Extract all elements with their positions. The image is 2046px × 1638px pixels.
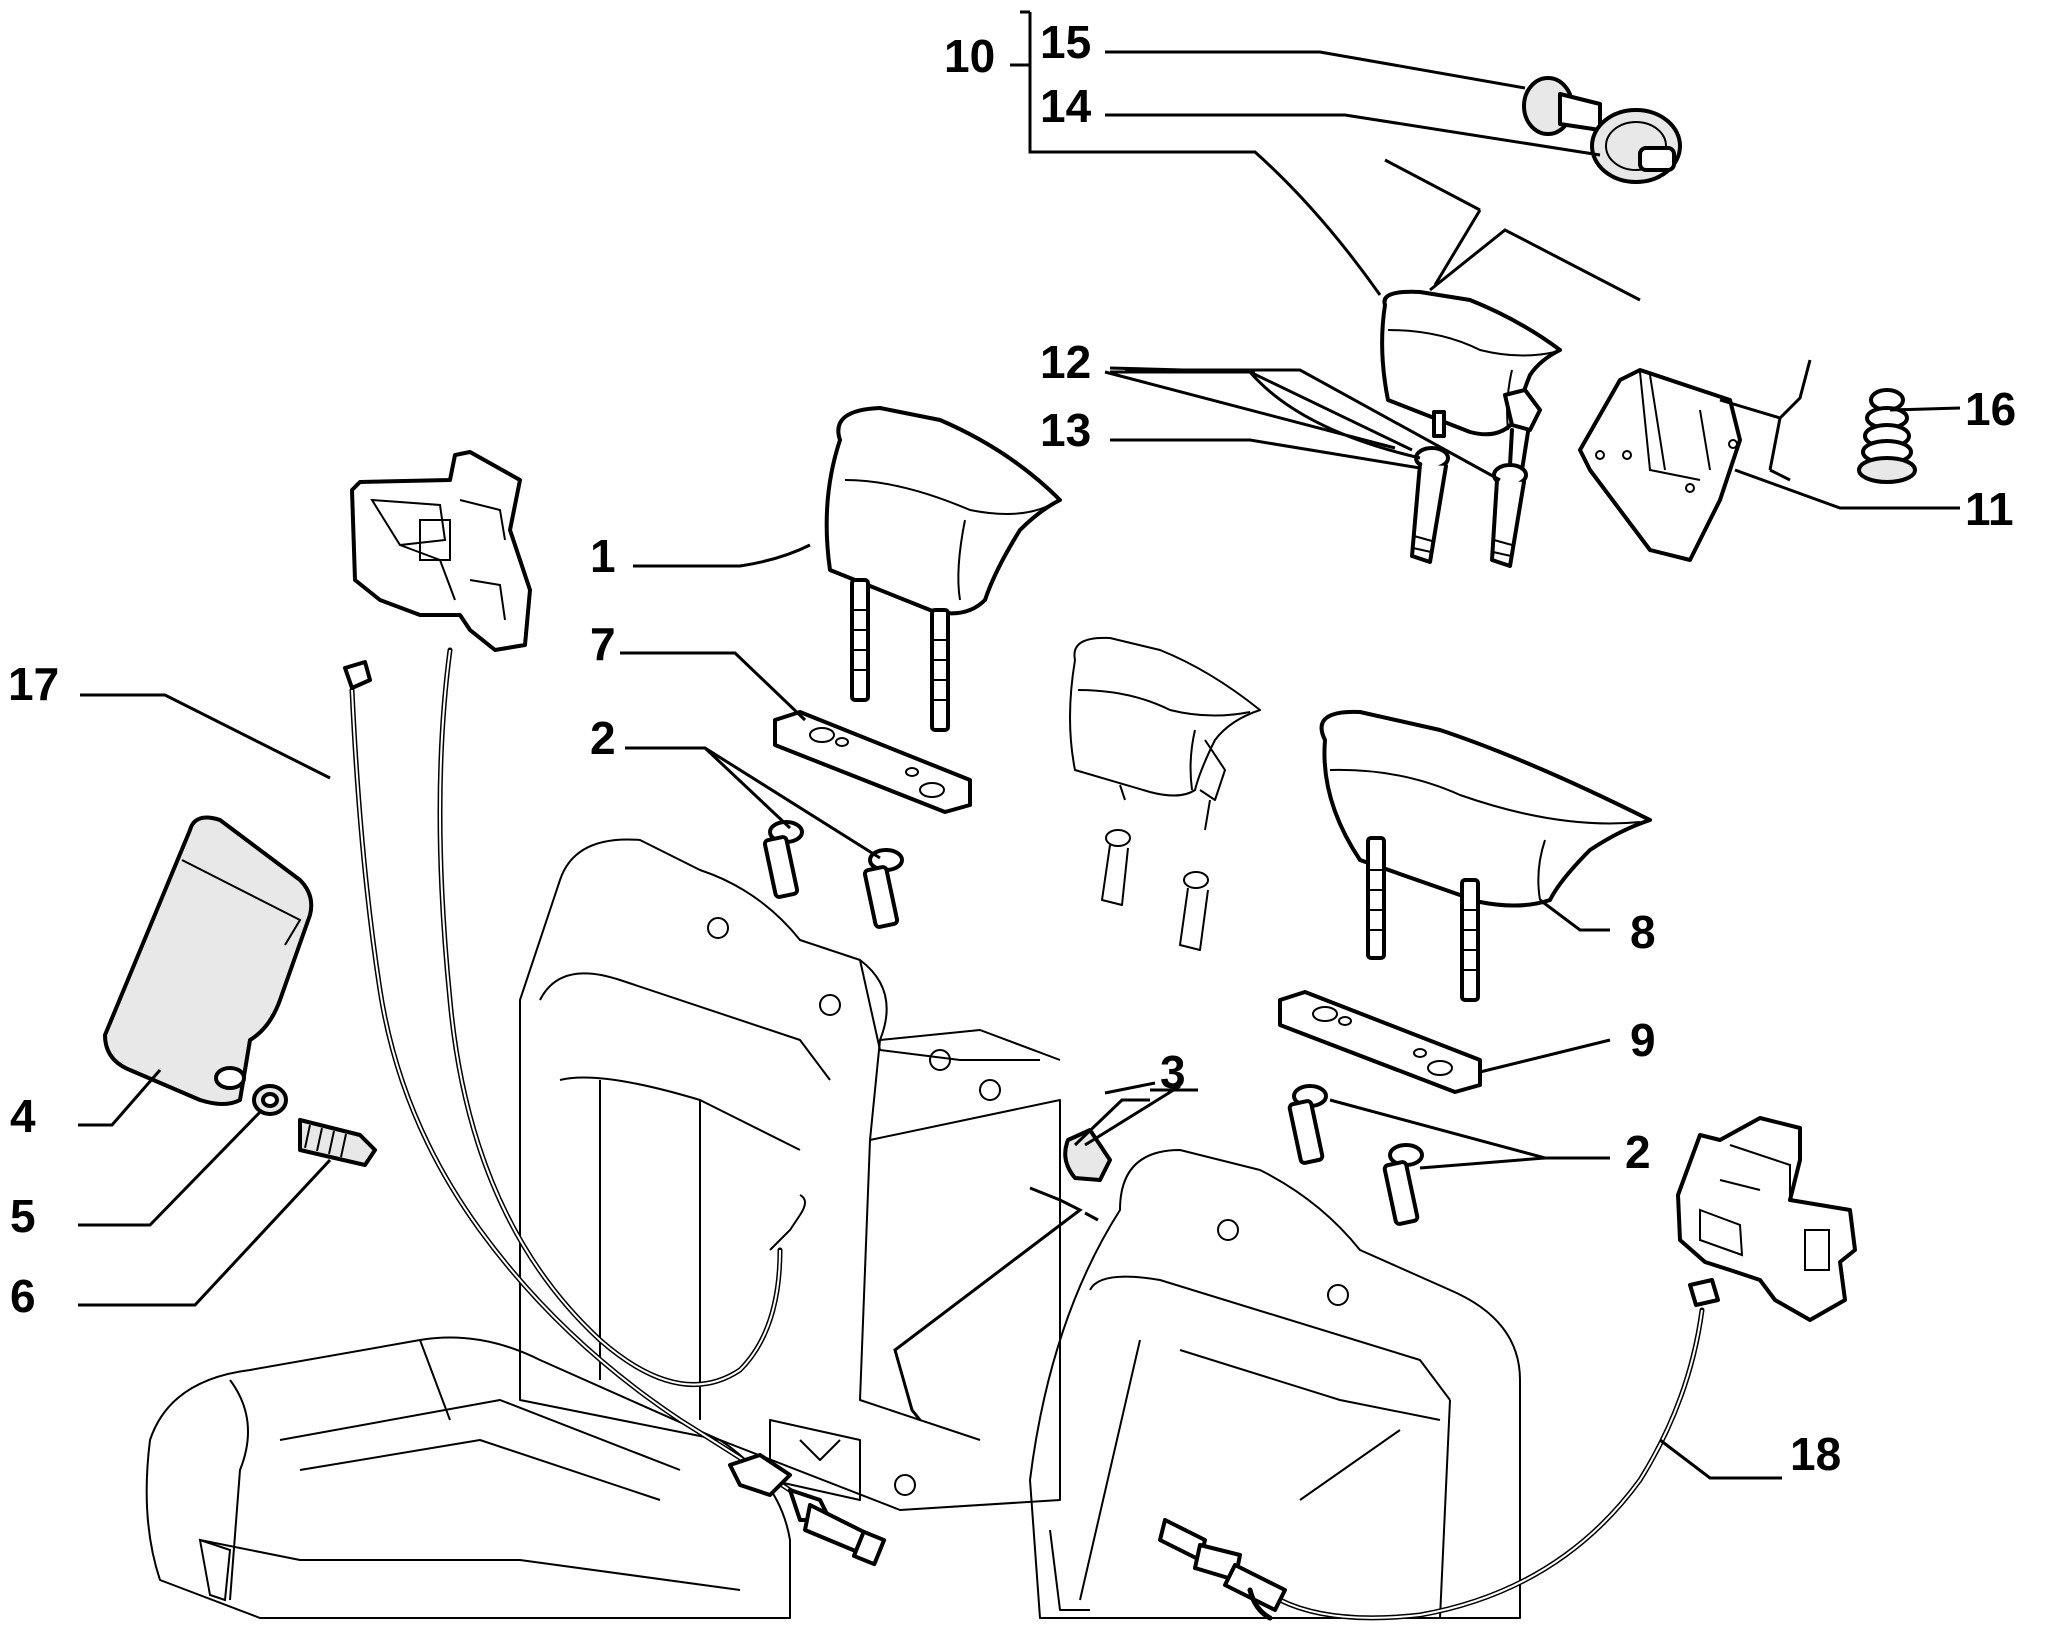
- armrest-cover-4: [103, 815, 314, 1106]
- callout-8: 8: [1630, 906, 1656, 958]
- callout-labels: 10 15 14 12 13 16 11 1 7 2 17 4 5 6 3 8 …: [8, 16, 2016, 1480]
- callout-2-lower: 2: [1625, 1126, 1651, 1178]
- callout-5: 5: [10, 1190, 36, 1242]
- group-bracket-10: [1010, 10, 1382, 296]
- callout-14: 14: [1040, 80, 1092, 132]
- callout-4: 4: [10, 1090, 36, 1142]
- callout-12: 12: [1040, 336, 1091, 388]
- guide-2-lower: [1287, 1084, 1424, 1226]
- release-cable-18: [1158, 1278, 1720, 1621]
- cap-14: [1590, 108, 1682, 184]
- guide-13: [1410, 446, 1450, 564]
- callout-13: 13: [1040, 404, 1091, 456]
- headrest-8: [1319, 709, 1652, 1002]
- callout-7: 7: [590, 618, 616, 670]
- callout-10: 10: [944, 30, 995, 82]
- seat-back-left: [519, 838, 1061, 1511]
- leader-lines: [78, 50, 1961, 1480]
- guide-12: [1490, 463, 1528, 568]
- assembly-lines: [1384, 158, 1641, 302]
- callout-6: 6: [10, 1270, 36, 1322]
- callout-15: 15: [1040, 16, 1091, 68]
- pin-6: [298, 1118, 377, 1167]
- latch-bracket-left: [350, 450, 532, 652]
- release-cable-left-inner: [437, 647, 806, 1387]
- plate-7: [773, 710, 972, 814]
- callout-1: 1: [590, 530, 616, 582]
- plate-9: [1278, 990, 1482, 1094]
- callout-11: 11: [1965, 483, 2014, 535]
- plug-16: [1857, 388, 1917, 484]
- callout-3: 3: [1160, 1046, 1186, 1098]
- cover-11: [1578, 359, 1812, 562]
- cap-15: [1522, 76, 1602, 136]
- clip-3: [1063, 1128, 1112, 1182]
- latch-bracket-right: [1676, 1116, 1857, 1322]
- seat-cushion: [145, 1336, 791, 1619]
- callout-17: 17: [8, 658, 59, 710]
- callout-18: 18: [1790, 1428, 1841, 1480]
- callout-9: 9: [1630, 1014, 1656, 1066]
- headrest-1: [824, 406, 1062, 732]
- guide-2-upper: [762, 820, 904, 929]
- callout-2-upper: 2: [590, 712, 616, 764]
- bushing-5: [252, 1084, 288, 1116]
- headrest-ghost: [1069, 636, 1261, 951]
- headrest-assembly-10: [1380, 289, 1562, 472]
- callout-16: 16: [1965, 383, 2016, 435]
- clip-3-leader-path: [893, 1186, 1099, 1421]
- release-cable-17: [343, 660, 887, 1567]
- seat-back-right: [1029, 1149, 1521, 1619]
